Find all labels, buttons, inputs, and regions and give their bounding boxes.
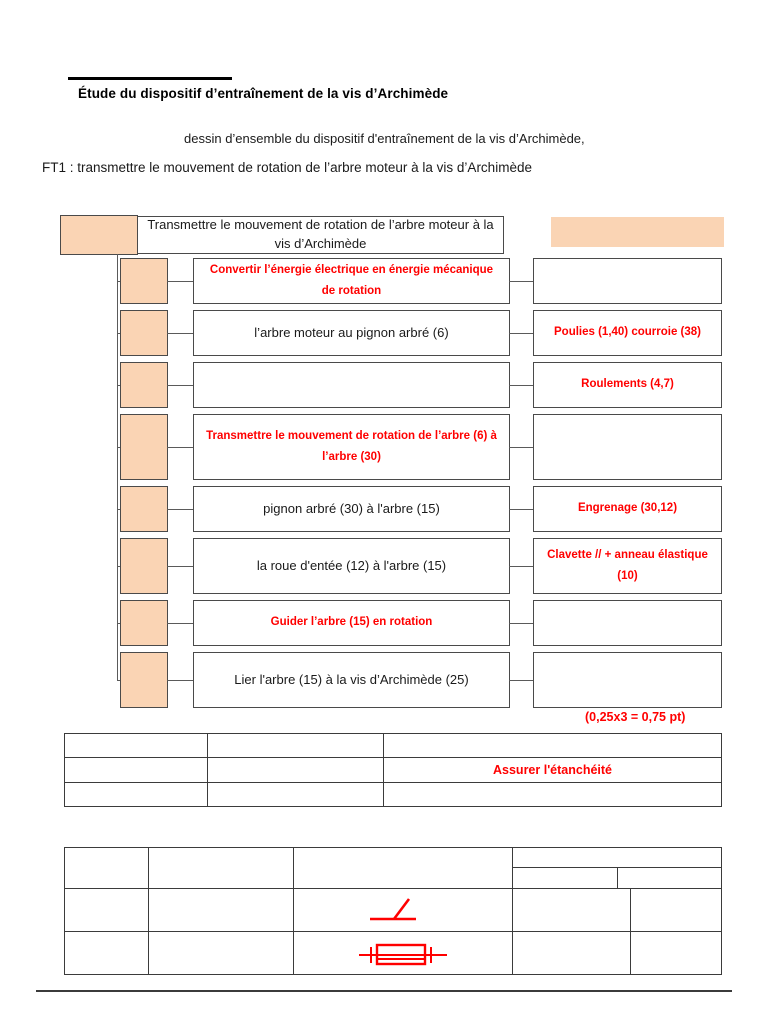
row-4-code-box[interactable] xyxy=(120,414,168,480)
cell-b-r1c2[interactable] xyxy=(148,847,294,889)
page-subtitle: dessin d’ensemble du dispositif d'entraî… xyxy=(184,131,585,146)
row-3-stub-mid xyxy=(167,385,194,387)
row-6-stub-mid xyxy=(167,566,194,568)
row-4-stub-mid xyxy=(167,447,194,449)
table-etancheite: Assurer l'étanchéité xyxy=(64,733,722,807)
cell-b-r3c2[interactable] xyxy=(148,931,294,975)
root-code-box[interactable] xyxy=(60,215,138,255)
cell-r3c3[interactable] xyxy=(383,782,722,807)
cell-b-r3c1[interactable] xyxy=(64,931,149,975)
title-underline-rule xyxy=(68,77,232,80)
ft1-statement: FT1 : transmettre le mouvement de rotati… xyxy=(42,160,532,175)
cell-b-r3c4[interactable] xyxy=(512,931,631,975)
cell-r2c1[interactable] xyxy=(64,757,208,783)
cell-b-r1-split-right[interactable] xyxy=(616,867,721,888)
inner-split-table xyxy=(513,848,721,888)
row-6-solution-box[interactable]: Clavette // + anneau élastique (10) xyxy=(533,538,722,594)
row-6-solution-label: Clavette // + anneau élastique (10) xyxy=(547,548,708,582)
row-8-function-label: Lier l'arbre (15) à la vis d’Archimède (… xyxy=(234,671,469,687)
row-5-stub-right xyxy=(509,509,534,511)
row-7-code-box[interactable] xyxy=(120,600,168,646)
row-5-solution-box[interactable]: Engrenage (30,12) xyxy=(533,486,722,532)
row-2-stub-right xyxy=(509,333,534,335)
row-2-stub-mid xyxy=(167,333,194,335)
cell-r1c1[interactable] xyxy=(64,733,208,758)
cell-b-r1c3[interactable] xyxy=(293,847,513,889)
table-row xyxy=(64,888,722,932)
cell-b-r2c3-symbol[interactable] xyxy=(293,888,513,932)
footer-rule xyxy=(36,990,732,992)
row-2-solution-label: Poulies (1,40) courroie (38) xyxy=(554,326,701,339)
row-2-solution-box[interactable]: Poulies (1,40) courroie (38) xyxy=(533,310,722,356)
cell-b-r1c1[interactable] xyxy=(64,847,149,889)
cell-b-r2c5[interactable] xyxy=(630,888,722,932)
row-5-function-box[interactable]: pignon arbré (30) à l'arbre (15) xyxy=(193,486,510,532)
table-row xyxy=(64,733,722,758)
cell-r1c3[interactable] xyxy=(383,733,722,758)
row-1-function-label: Convertir l’énergie électrique en énergi… xyxy=(209,263,494,297)
symbol-key-icon xyxy=(359,943,447,966)
row-2-function-box[interactable]: l’arbre moteur au pignon arbré (6) xyxy=(193,310,510,356)
row-7-function-label: Guider l’arbre (15) en rotation xyxy=(270,616,433,629)
cell-assurer-etancheite[interactable]: Assurer l'étanchéité xyxy=(383,757,722,783)
row-8-stub-mid xyxy=(167,680,194,682)
row-6-function-label: la roue d'entée (12) à l'arbre (15) xyxy=(256,557,447,573)
row-8-stub-right xyxy=(509,680,534,682)
points-note: (0,25x3 = 0,75 pt) xyxy=(585,710,686,724)
row-2-code-box[interactable] xyxy=(120,310,168,356)
table-row: Assurer l'étanchéité xyxy=(64,757,722,783)
row-5-stub-mid xyxy=(167,509,194,511)
table-row xyxy=(64,782,722,807)
row-2-function-label: l’arbre moteur au pignon arbré (6) xyxy=(254,324,449,340)
symbol-angle-icon xyxy=(370,898,416,921)
cell-b-r1-split-left[interactable] xyxy=(513,867,618,888)
row-3-function-box[interactable] xyxy=(193,362,510,408)
row-6-function-box[interactable]: la roue d'entée (12) à l'arbre (15) xyxy=(193,538,510,594)
row-4-function-box[interactable]: Transmettre le mouvement de rotation de … xyxy=(193,414,510,480)
row-1-solution-box[interactable] xyxy=(533,258,722,304)
row-4-solution-box[interactable] xyxy=(533,414,722,480)
row-3-solution-box[interactable]: Roulements (4,7) xyxy=(533,362,722,408)
cell-b-r2c2[interactable] xyxy=(148,888,294,932)
table-row-header xyxy=(64,847,722,889)
root-function-label: Transmettre le mouvement de rotation de … xyxy=(147,217,494,251)
cell-r2c2[interactable] xyxy=(207,757,384,783)
row-8-function-box[interactable]: Lier l'arbre (15) à la vis d’Archimède (… xyxy=(193,652,510,708)
table-symboles xyxy=(64,847,722,975)
cell-b-r1-split-group xyxy=(512,847,722,889)
row-5-code-box[interactable] xyxy=(120,486,168,532)
row-6-stub-right xyxy=(509,566,534,568)
table-row xyxy=(64,931,722,975)
row-7-function-box[interactable]: Guider l’arbre (15) en rotation xyxy=(193,600,510,646)
cell-r1c2[interactable] xyxy=(207,733,384,758)
row-8-code-box[interactable] xyxy=(120,652,168,708)
row-3-stub-right xyxy=(509,385,534,387)
cell-r3c1[interactable] xyxy=(64,782,208,807)
cell-b-r1-split-top[interactable] xyxy=(513,848,721,868)
row-7-stub-mid xyxy=(167,623,194,625)
row-3-code-box[interactable] xyxy=(120,362,168,408)
trunk-connector xyxy=(117,254,119,681)
root-solution-box[interactable] xyxy=(551,217,724,247)
cell-b-r2c4[interactable] xyxy=(512,888,631,932)
row-7-solution-box[interactable] xyxy=(533,600,722,646)
root-function-box[interactable]: Transmettre le mouvement de rotation de … xyxy=(137,216,504,254)
cell-b-r3c5[interactable] xyxy=(630,931,722,975)
row-1-code-box[interactable] xyxy=(120,258,168,304)
row-4-stub-right xyxy=(509,447,534,449)
cell-b-r2c1[interactable] xyxy=(64,888,149,932)
row-8-solution-box[interactable] xyxy=(533,652,722,708)
row-1-stub-right xyxy=(509,281,534,283)
row-5-solution-label: Engrenage (30,12) xyxy=(577,502,678,515)
row-1-stub-mid xyxy=(167,281,194,283)
row-3-solution-label: Roulements (4,7) xyxy=(581,378,674,391)
row-5-function-label: pignon arbré (30) à l'arbre (15) xyxy=(263,500,440,516)
row-7-stub-right xyxy=(509,623,534,625)
row-1-function-box[interactable]: Convertir l’énergie électrique en énergi… xyxy=(193,258,510,304)
cell-b-r3c3-symbol[interactable] xyxy=(293,931,513,975)
row-6-code-box[interactable] xyxy=(120,538,168,594)
row-4-function-label: Transmettre le mouvement de rotation de … xyxy=(206,429,497,463)
page-title: Étude du dispositif d’entraînement de la… xyxy=(78,86,449,101)
cell-r3c2[interactable] xyxy=(207,782,384,807)
